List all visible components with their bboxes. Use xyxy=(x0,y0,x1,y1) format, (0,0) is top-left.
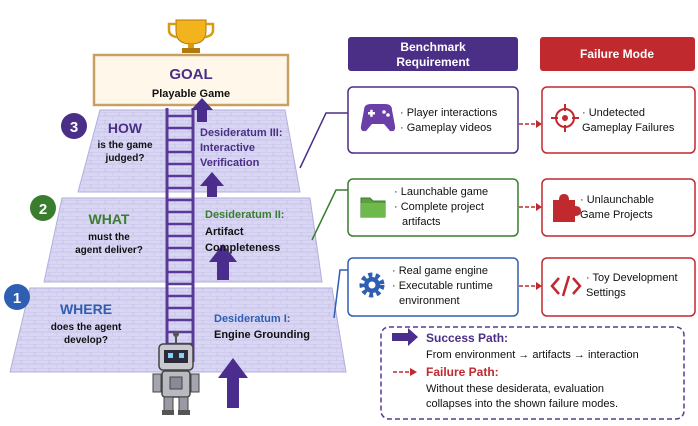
tier-1-question-line-1: does the agent xyxy=(51,322,122,333)
failure-arrowhead-2 xyxy=(536,203,542,211)
tier-3-desideratum-line-1: Interactive xyxy=(200,142,255,154)
failure-2-line-1: · Unlaunchable xyxy=(580,194,654,206)
tier-2-desideratum-line-1: Artifact xyxy=(205,226,244,238)
row-1: · Player interactions · Gameplay videos … xyxy=(347,86,696,154)
tier-3-desideratum-line-2: Verification xyxy=(200,157,260,169)
requirement-header-bg xyxy=(348,37,518,71)
tier-3: 3 HOW is the game judged? Desideratum II… xyxy=(61,113,283,169)
tier-1-badge xyxy=(4,284,30,310)
connector-tier-2 xyxy=(311,189,348,241)
failure-arrowhead-1 xyxy=(536,120,542,128)
pyramid xyxy=(9,109,347,373)
failure-3-line-2: Settings xyxy=(586,287,626,299)
legend-success-title: Success Path: xyxy=(426,331,508,345)
up-arrow-top xyxy=(191,98,213,122)
failure-3-line-1: · Toy Development xyxy=(586,272,678,284)
row-3: · Real game engine · Executable runtime … xyxy=(347,257,696,317)
ladder xyxy=(165,108,195,362)
requirement-box-2 xyxy=(347,178,519,237)
requirement-box-1 xyxy=(347,86,519,154)
tier-1-desideratum-line-1: Engine Grounding xyxy=(214,329,310,341)
goal-subtitle: Playable Game xyxy=(152,88,230,100)
tier-2-question-line-1: must the xyxy=(88,232,130,243)
requirement-1-line-2: · Gameplay videos xyxy=(400,122,492,134)
column-headers: Benchmark Requirement Failure Mode xyxy=(348,37,695,71)
puzzle-icon xyxy=(553,194,581,222)
gamepad-icon xyxy=(360,104,396,132)
requirement-3-line-3: environment xyxy=(399,295,460,307)
tier-connectors xyxy=(299,112,348,319)
failure-box-1 xyxy=(541,86,696,154)
pyramid-tier-1 xyxy=(9,287,347,373)
tier-1-question-head: WHERE xyxy=(60,301,112,317)
row-2: · Launchable game · Complete project art… xyxy=(347,178,696,237)
up-arrow-2 xyxy=(209,244,237,280)
failure-box-2 xyxy=(541,178,696,237)
gear-icon xyxy=(359,272,385,298)
requirement-header-line-1: Benchmark xyxy=(400,40,466,54)
legend-box xyxy=(380,326,685,420)
folder-icon xyxy=(360,197,386,218)
tier-2-desideratum-line-2: Completeness xyxy=(205,242,280,254)
requirement-2-line-1: · Launchable game xyxy=(394,186,488,198)
requirement-2-line-3: artifacts xyxy=(402,216,441,228)
legend-failure-title: Failure Path: xyxy=(426,365,499,379)
success-arrows xyxy=(191,98,248,408)
up-arrow-1 xyxy=(218,358,248,408)
tier-2-desideratum-label: Desideratum II: xyxy=(205,209,284,221)
pyramid-tier-2 xyxy=(43,197,323,283)
legend-failure-arrowhead xyxy=(410,368,417,376)
goal-title: GOAL xyxy=(169,66,212,83)
crosshair-icon xyxy=(551,104,579,132)
failure-header: Failure Mode xyxy=(580,47,654,61)
failure-header-bg xyxy=(540,37,695,71)
requirement-box-3 xyxy=(347,257,519,317)
legend-failure-line-2: collapses into the shown failure modes. xyxy=(426,398,618,410)
failure-arrowhead-3 xyxy=(536,282,542,290)
robot-icon xyxy=(152,331,200,415)
up-arrow-3 xyxy=(200,172,224,197)
failure-2-line-2: Game Projects xyxy=(580,209,653,221)
legend-failure-line-1: Without these desiderata, evaluation xyxy=(426,383,604,395)
tier-3-question-head: HOW xyxy=(108,120,143,136)
tier-3-desideratum-label: Desideratum III: xyxy=(200,127,283,139)
tier-2-question-line-2: agent deliver? xyxy=(75,245,143,256)
code-icon xyxy=(550,275,582,297)
requirement-1-line-1: · Player interactions xyxy=(400,107,498,119)
tier-3-number: 3 xyxy=(70,119,78,136)
tier-3-question-line-2: judged? xyxy=(105,153,145,164)
tier-2-number: 2 xyxy=(39,201,47,218)
goal-block: GOAL Playable Game xyxy=(92,53,290,107)
failure-1-line-1: · Undetected xyxy=(582,107,645,119)
requirement-3-line-2: · Executable runtime xyxy=(392,280,493,292)
trophy-icon xyxy=(167,19,215,53)
tier-2-question-head: WHAT xyxy=(89,211,130,227)
legend-success-arrow xyxy=(392,328,418,346)
failure-1-line-2: Gameplay Failures xyxy=(582,122,675,134)
tier-1: 1 WHERE does the agent develop? Desidera… xyxy=(4,284,310,346)
tier-1-desideratum-label: Desideratum I: xyxy=(214,313,290,325)
requirement-header-line-2: Requirement xyxy=(396,55,469,69)
requirement-3-line-1: · Real game engine xyxy=(392,265,488,277)
tier-2-badge xyxy=(30,195,56,221)
connector-tier-1 xyxy=(333,269,348,319)
legend-success-text: From environment → artifacts → interacti… xyxy=(426,349,639,361)
tier-3-question-line-1: is the game xyxy=(97,140,152,151)
requirement-2-line-2: · Complete project xyxy=(394,201,484,213)
tier-1-number: 1 xyxy=(13,290,21,307)
tier-1-question-line-2: develop? xyxy=(64,335,108,346)
connector-tier-3 xyxy=(299,112,348,169)
tier-2: 2 WHAT must the agent deliver? Desiderat… xyxy=(30,195,284,256)
tier-3-badge xyxy=(61,113,87,139)
legend: Success Path: From environment → artifac… xyxy=(380,326,685,420)
failure-box-3 xyxy=(541,257,696,317)
